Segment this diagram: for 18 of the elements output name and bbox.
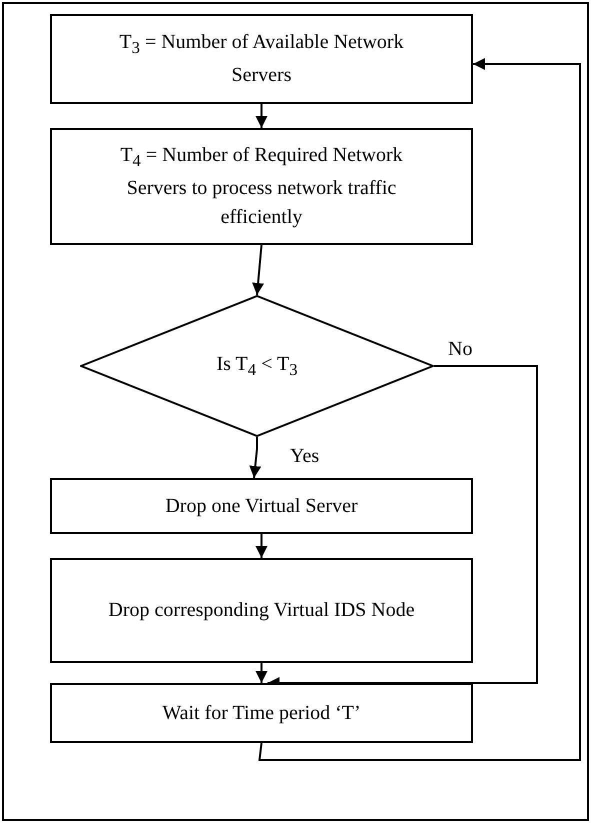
process-box [50,14,473,104]
arrow [256,663,268,683]
arrow [249,437,262,478]
process-box [50,128,473,245]
process-box [50,683,473,743]
node-text: Drop one Virtual Server [165,494,358,518]
node-text: Drop corresponding Virtual IDS Node [108,598,415,623]
process-box [50,558,473,663]
arrow [256,534,268,558]
arrow [258,58,581,761]
arrow [252,244,264,296]
node-text: Is T$_{4}$ < T$_{3}$ [216,352,298,381]
node-text: Wait for Time period ‘T’ [162,700,361,726]
node-text: T$_{4}$ = Number of Required Network Servers to process network traffic efficiently [119,143,404,230]
process-box [50,478,473,534]
node-text: T$_{3}$ = Number of Available Network Servers [118,30,405,88]
arrow [256,104,268,128]
decision-diamond [80,295,434,437]
